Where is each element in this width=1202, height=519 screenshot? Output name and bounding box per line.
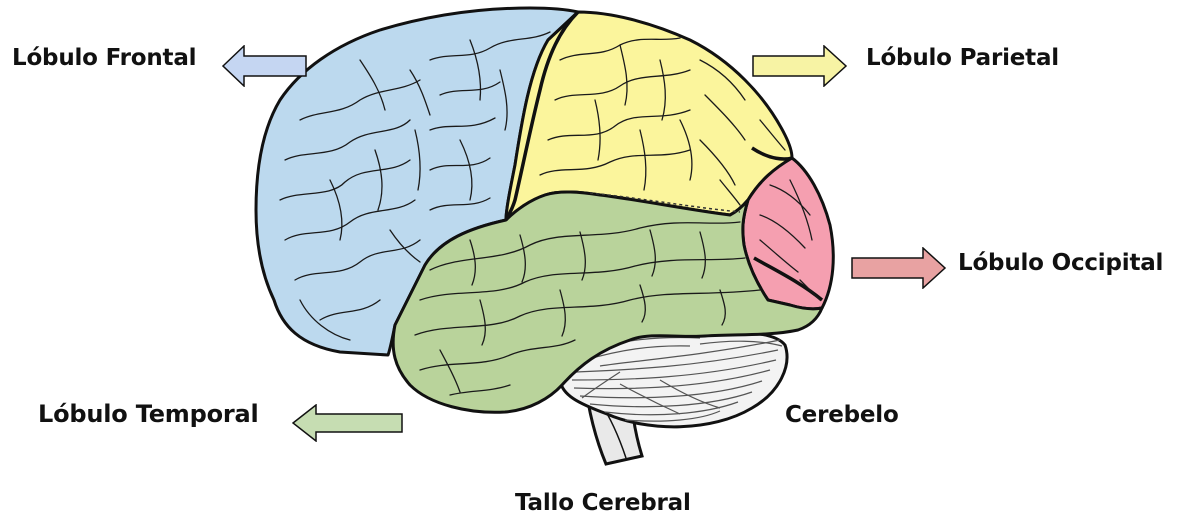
temporal-arrow-left-icon [292, 404, 404, 442]
occipital-arrow-right-icon [851, 247, 947, 289]
frontal-lobe-label: Lóbulo Frontal [12, 47, 196, 70]
parietal-lobe-label: Lóbulo Parietal [866, 47, 1059, 70]
temporal-lobe-label: Lóbulo Temporal [38, 402, 259, 426]
parietal-arrow-right-icon [752, 45, 848, 87]
brainstem-label: Tallo Cerebral [515, 492, 691, 515]
occipital-lobe-label: Lóbulo Occipital [958, 252, 1163, 275]
frontal-arrow-left-icon [222, 45, 308, 87]
cerebellum-label: Cerebelo [785, 404, 899, 427]
